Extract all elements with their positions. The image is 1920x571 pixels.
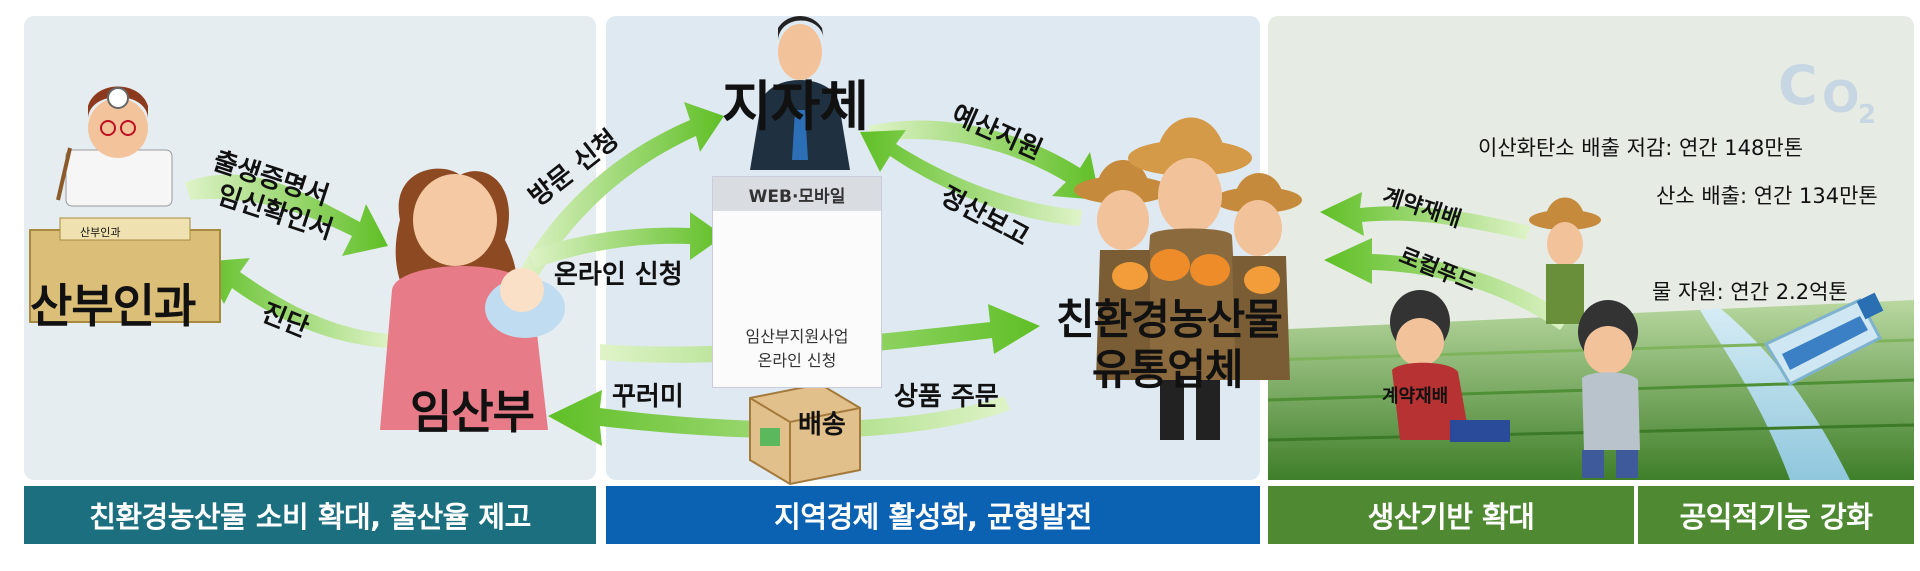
- label-online-apply: 온라인 신청: [554, 260, 683, 290]
- node-distributor-line2: 유통업체: [1092, 345, 1244, 394]
- bar-production-base: 생산기반 확대: [1268, 486, 1634, 544]
- label-contract-farming-field: 계약재배: [1382, 386, 1449, 407]
- stat-co2-reduction: 이산화탄소 배출 저감: 연간 148만톤: [1478, 136, 1804, 160]
- web-caption-line1: 임산부지원사업: [745, 327, 849, 346]
- arrow-visit-apply: [520, 102, 724, 280]
- arrow-contract-farming: [1320, 192, 1530, 240]
- farmers-figure: [1074, 117, 1302, 440]
- node-government: 지자체: [722, 75, 869, 138]
- clinic-sign: 산부인과: [80, 226, 121, 239]
- mother-figure: [380, 168, 565, 430]
- web-mobile-panel: WEB·모바일 임산부지원사업 온라인 신청: [712, 176, 882, 388]
- arrow-product-order: [600, 304, 1040, 363]
- bar-regional-economy: 지역경제 활성화, 균형발전: [606, 486, 1260, 544]
- node-distributor-line1: 친환경농산물: [1056, 295, 1283, 344]
- arrow-certificate: [185, 174, 388, 256]
- arrow-package: [548, 390, 1010, 446]
- bar-consumption: 친환경농산물 소비 확대, 출산율 제고: [24, 486, 596, 544]
- field-farmers-figure: [1390, 197, 1640, 478]
- web-mobile-header: WEB·모바일: [713, 177, 881, 211]
- doctor-figure: [56, 86, 173, 207]
- label-delivery: 배송: [798, 410, 846, 440]
- bar-public-function: 공익적기능 강화: [1638, 486, 1914, 544]
- co2-subscript: 2: [1858, 100, 1877, 130]
- official-figure: [750, 16, 850, 170]
- arrow-local-food: [1324, 238, 1570, 330]
- co2-c: C: [1778, 54, 1818, 117]
- arrow-online-apply: [528, 212, 724, 268]
- stat-oxygen: 산소 배출: 연간 134만톤: [1656, 184, 1878, 208]
- label-product-order: 상품 주문: [894, 382, 999, 412]
- web-caption-line2: 온라인 신청: [757, 351, 837, 370]
- stat-water: 물 자원: 연간 2.2억톤: [1652, 280, 1848, 304]
- node-clinic: 산부인과: [30, 279, 196, 333]
- label-package: 꾸러미: [612, 382, 684, 412]
- arrow-diagnosis: [200, 258, 392, 348]
- arrow-settlement-report: [860, 130, 1082, 226]
- co2-o: O: [1822, 72, 1860, 123]
- water-bottle-icon: [1763, 292, 1884, 386]
- node-mother: 임산부: [410, 385, 535, 439]
- clinic-desk: [29, 217, 221, 323]
